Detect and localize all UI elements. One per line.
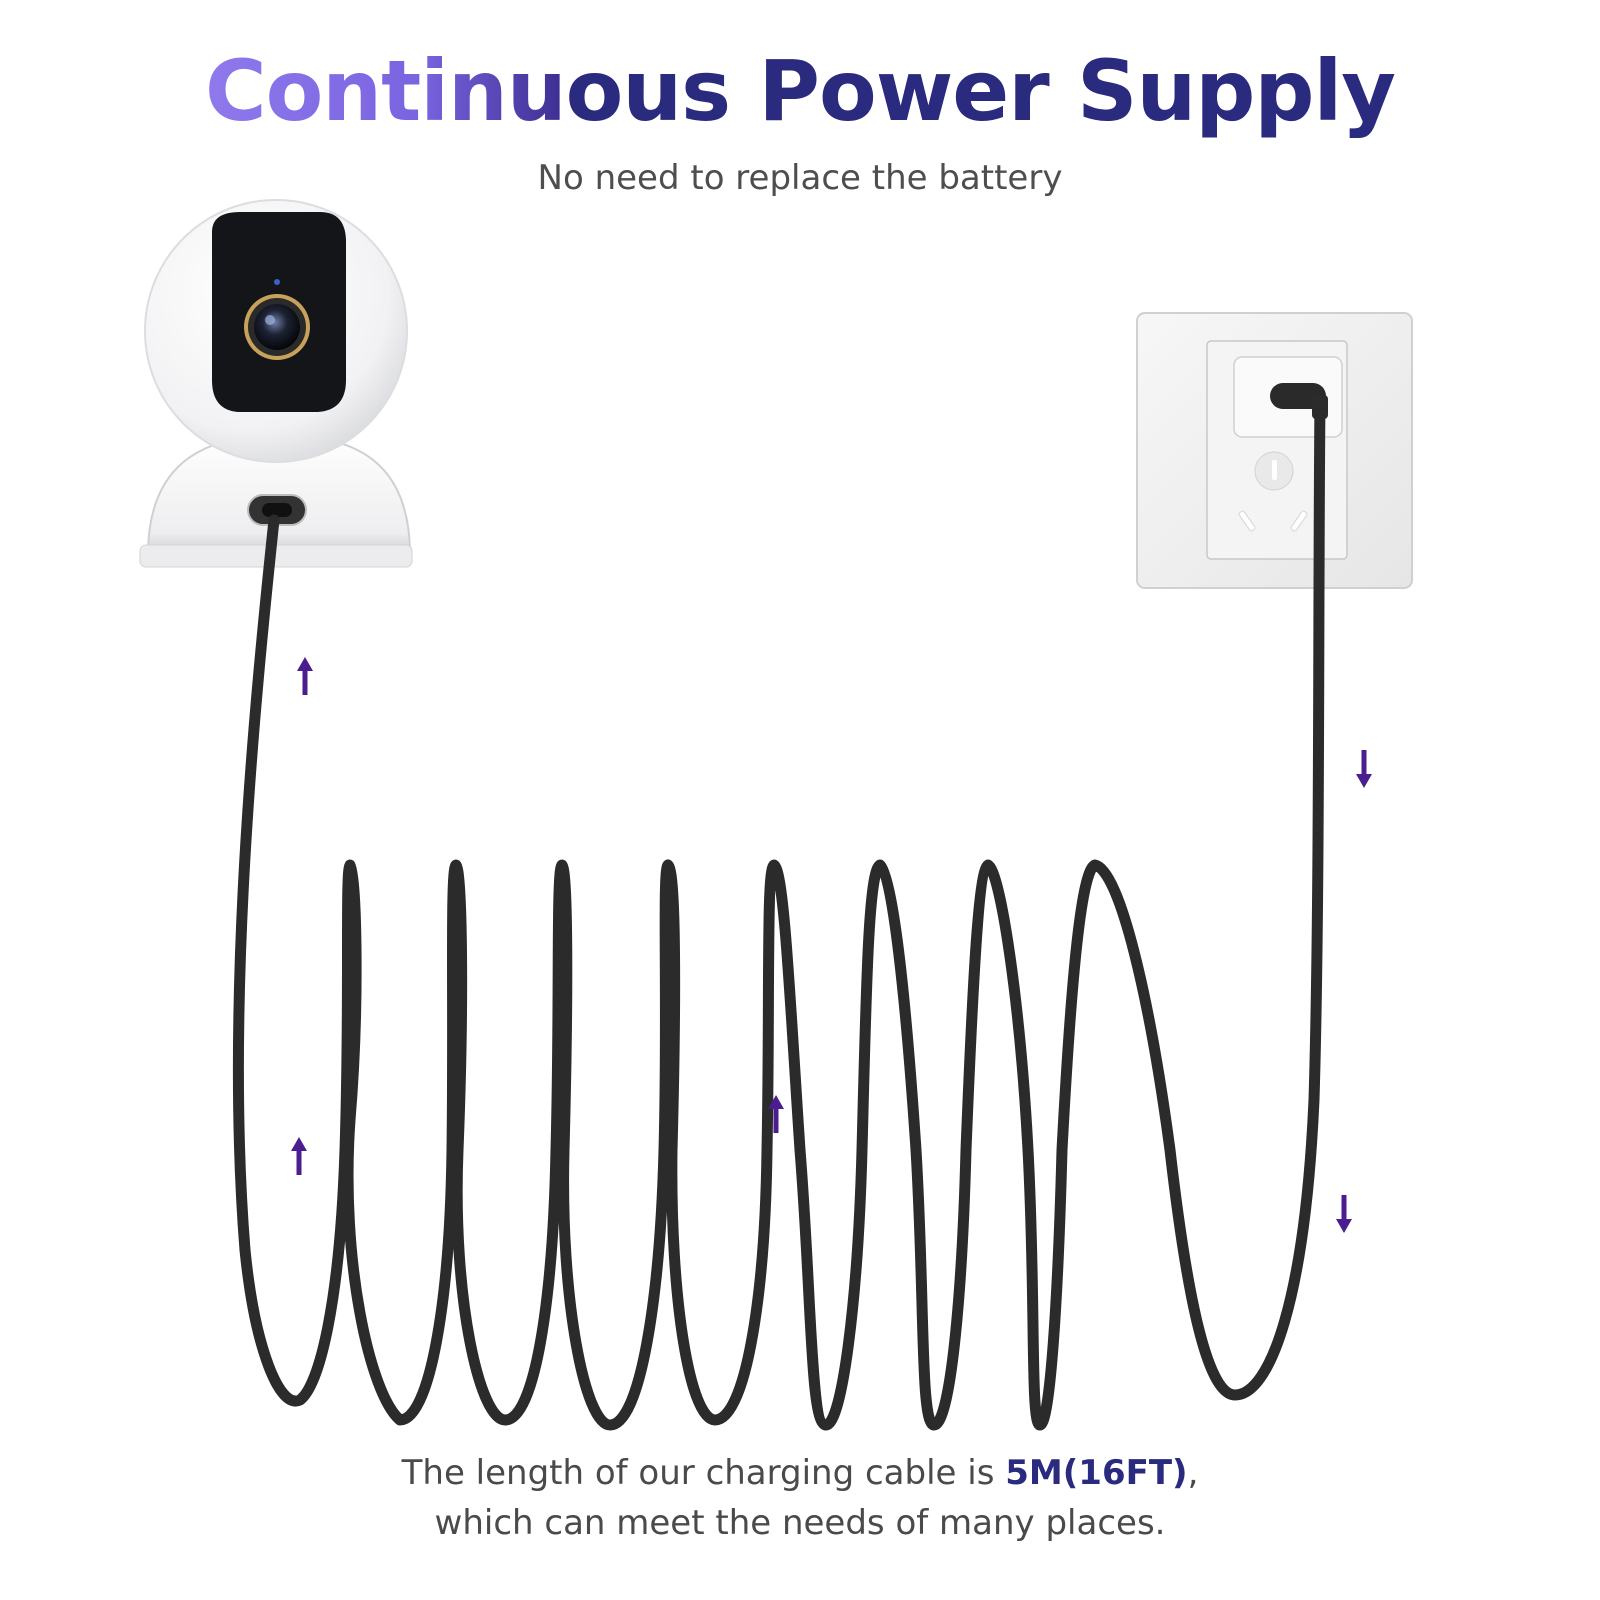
title-highlight: Continu: [204, 42, 567, 140]
cable-length-caption: The length of our charging cable is 5M(1…: [0, 1448, 1600, 1548]
arrow-up-icon: [297, 657, 313, 695]
page-title: Continuous Power Supply: [0, 42, 1600, 140]
arrow-down-icon: [1356, 750, 1372, 788]
wall-socket-icon: [1136, 312, 1413, 589]
caption-line-1: The length of our charging cable is 5M(1…: [0, 1448, 1600, 1498]
cable-length-value: 5M(16FT): [1005, 1453, 1188, 1493]
title-rest: ous Power Supply: [565, 42, 1396, 140]
charging-cable-icon: [232, 394, 1326, 1431]
arrow-down-icon: [1336, 1195, 1352, 1233]
security-camera-icon: [139, 199, 413, 568]
page-subtitle: No need to replace the battery: [537, 158, 1063, 198]
caption-line-2: which can meet the needs of many places.: [434, 1503, 1166, 1543]
arrow-up-icon: [291, 1137, 307, 1175]
arrow-up-icon: [768, 1095, 784, 1133]
caption-suffix: ,: [1187, 1453, 1199, 1493]
caption-prefix: The length of our charging cable is: [401, 1453, 1006, 1493]
cable-plug-overlay: [1312, 395, 1328, 419]
